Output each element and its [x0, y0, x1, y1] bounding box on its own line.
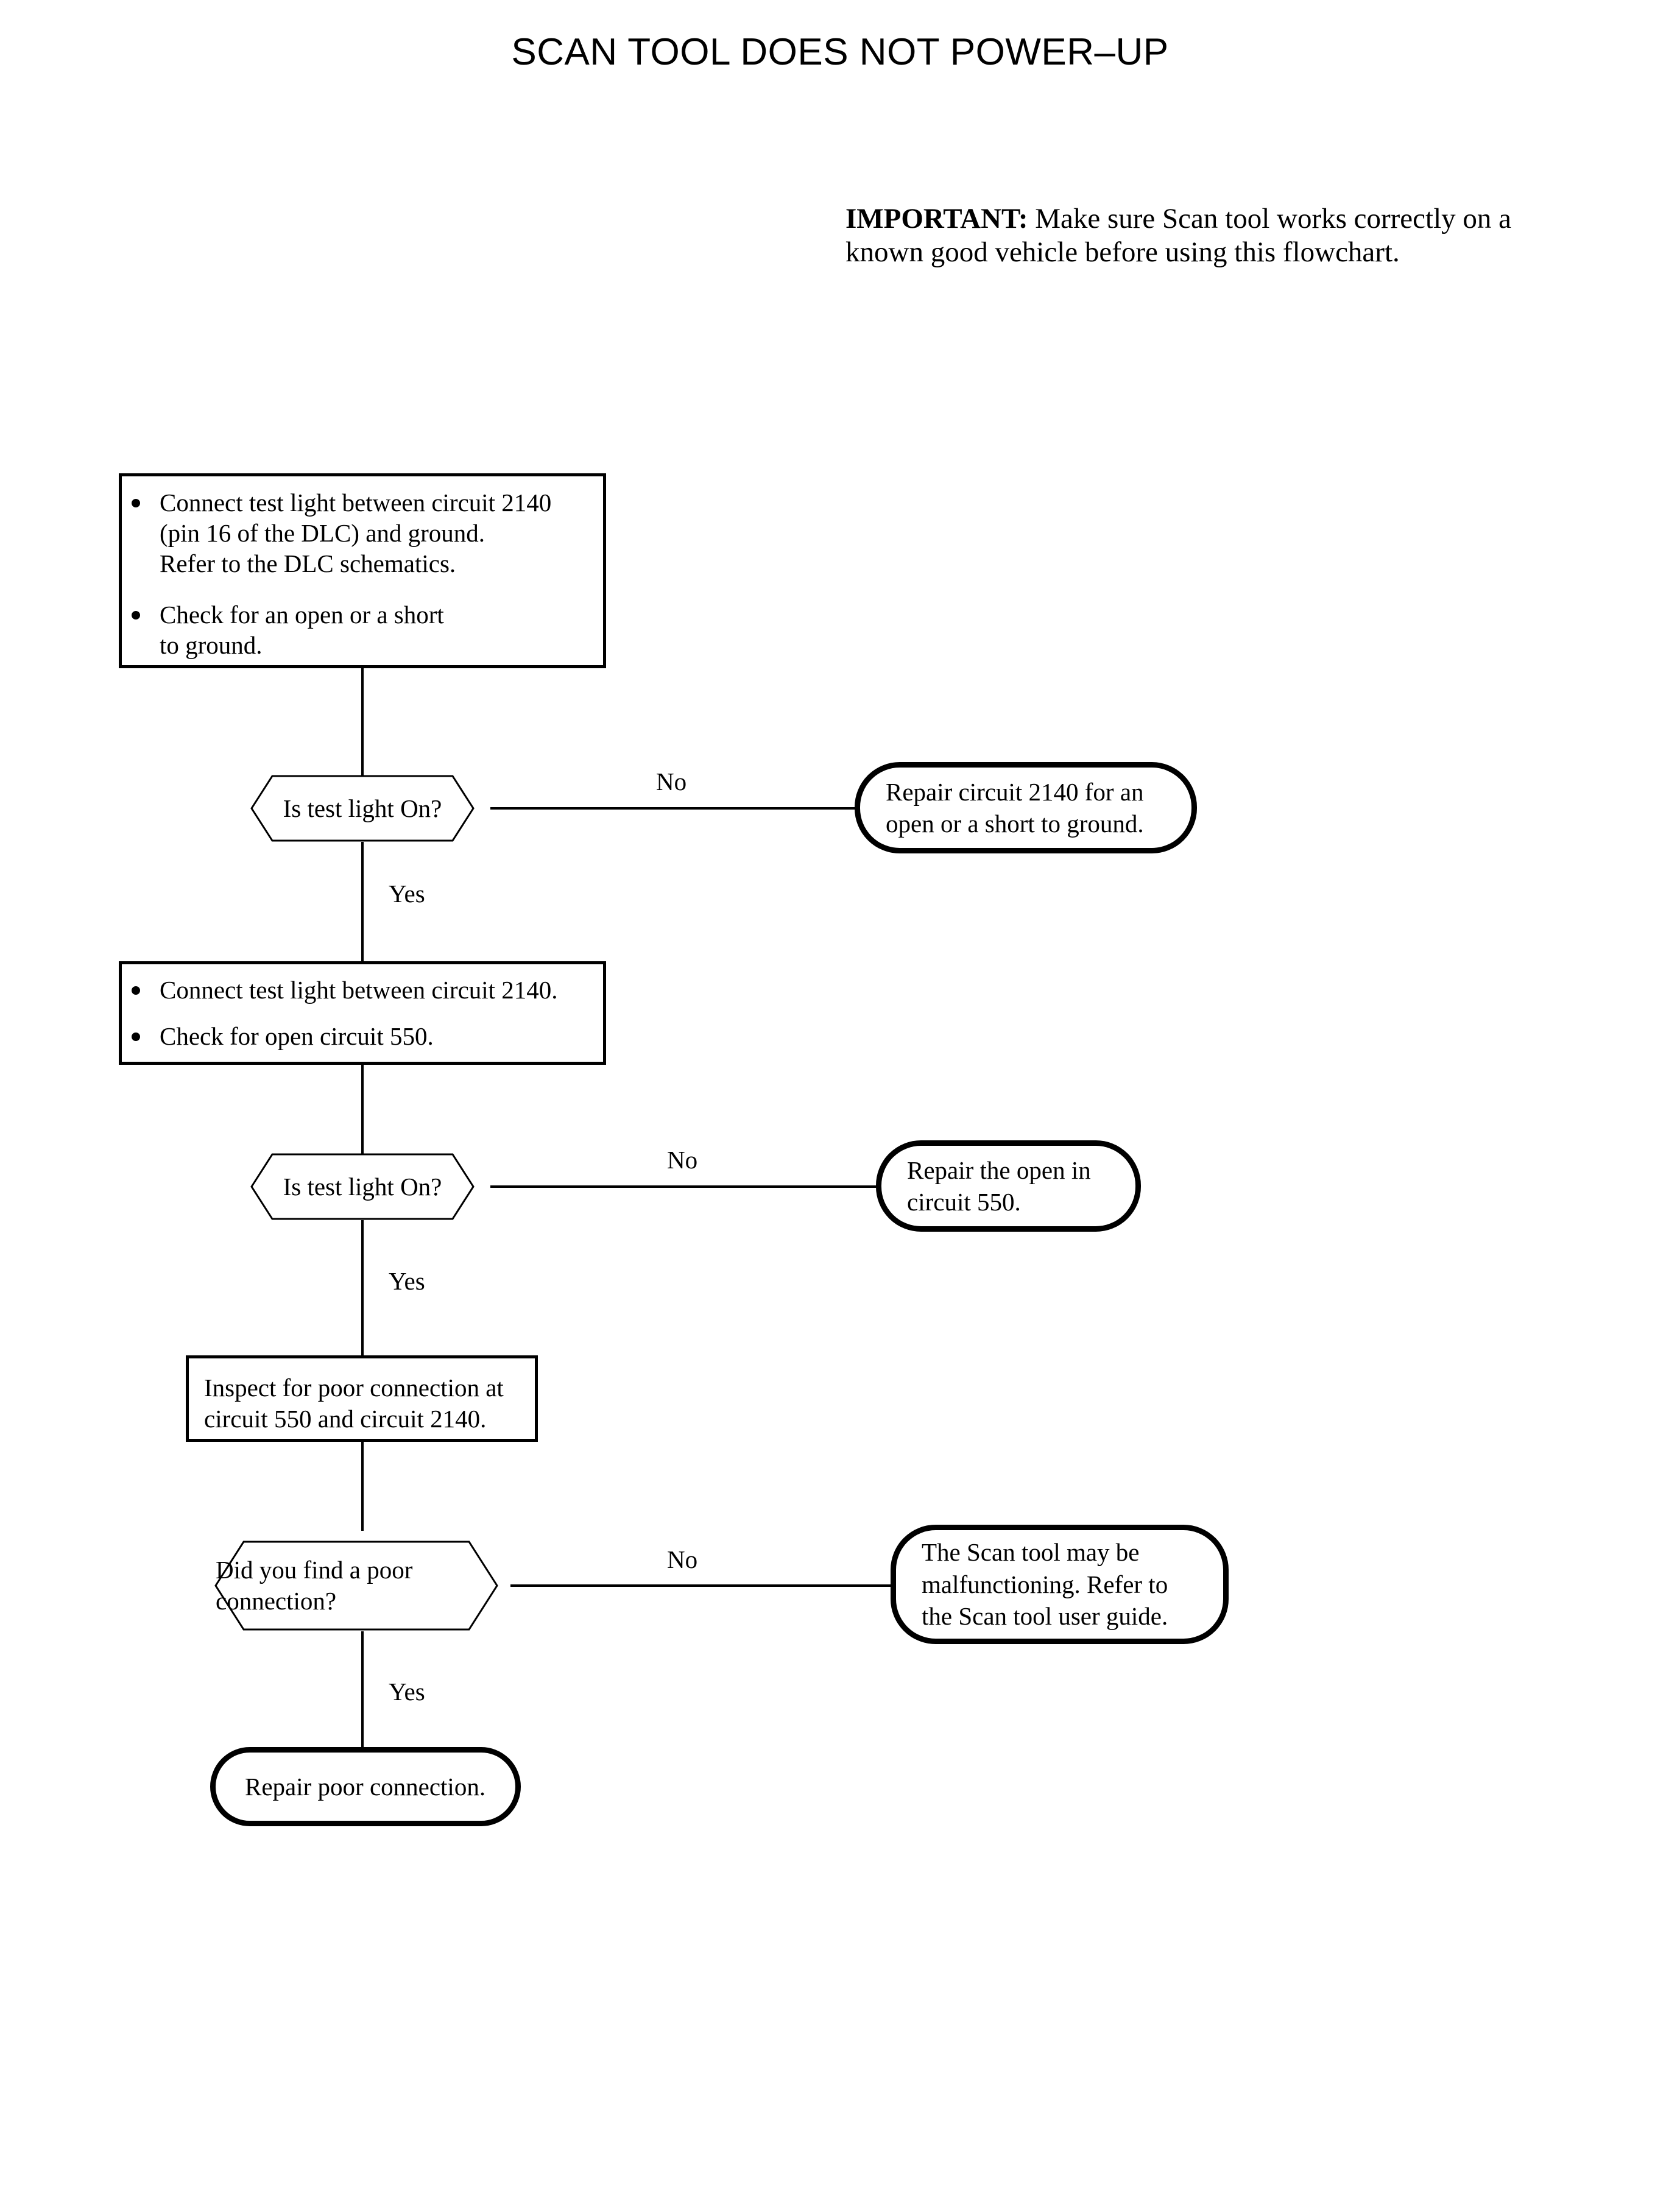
- result2-line2: circuit 550.: [907, 1188, 1021, 1216]
- important-note-body: Make sure Scan tool works correctly on a…: [845, 203, 1512, 269]
- decision-hexagon-1: Is test light On?: [233, 775, 492, 842]
- step2-line2: Check for open circuit 550.: [160, 1022, 434, 1051]
- result4-line1: Repair poor connection.: [245, 1772, 486, 1801]
- connector-decision1-yes: [361, 842, 364, 962]
- terminator-result1: Repair circuit 2140 for an open or a sho…: [855, 762, 1197, 853]
- important-note: IMPORTANT: Make sure Scan tool works cor…: [845, 202, 1576, 270]
- page-title: SCAN TOOL DOES NOT POWER–UP: [511, 31, 1169, 73]
- list-item: Connect test light between circuit 2140 …: [122, 487, 603, 579]
- step2-line1: Connect test light between circuit 2140.: [160, 976, 558, 1004]
- branch-label-no-2: No: [667, 1146, 698, 1174]
- important-note-lead: IMPORTANT:: [845, 203, 1028, 235]
- step1-line3: Refer to the DLC schematics.: [160, 549, 456, 578]
- connector-decision2-yes: [361, 1220, 364, 1355]
- terminator-result2: Repair the open in circuit 550.: [876, 1140, 1141, 1232]
- decision-hexagon-3: Did you find a poor connection?: [201, 1540, 512, 1631]
- connector-decision2-no: [490, 1185, 877, 1188]
- process-box-step2-bullets: Connect test light between circuit 2140.…: [122, 975, 603, 1051]
- result3-line2: malfunctioning. Refer to: [922, 1570, 1168, 1598]
- result1-line2: open or a short to ground.: [886, 810, 1144, 838]
- connector-step2-to-decision2: [361, 1065, 364, 1154]
- list-item: Check for open circuit 550.: [122, 1021, 603, 1051]
- branch-label-no-1: No: [656, 768, 687, 796]
- step1-line5: to ground.: [160, 631, 263, 660]
- connector-step3-to-decision3: [361, 1442, 364, 1531]
- connector-decision3-no: [510, 1584, 892, 1587]
- result3-line1: The Scan tool may be: [922, 1538, 1140, 1567]
- branch-label-yes-1: Yes: [389, 880, 425, 908]
- branch-label-yes-2: Yes: [389, 1267, 425, 1295]
- step1-line4: Check for an open or a short: [160, 601, 444, 629]
- connector-step1-to-decision1: [361, 668, 364, 776]
- terminator-result3: The Scan tool may be malfunctioning. Ref…: [891, 1525, 1229, 1644]
- branch-label-yes-3: Yes: [389, 1678, 425, 1706]
- process-box-step1-bullets: Connect test light between circuit 2140 …: [122, 487, 603, 660]
- result1-line1: Repair circuit 2140 for an: [886, 777, 1144, 806]
- step3-line1: Inspect for poor connection at: [204, 1374, 504, 1402]
- process-box-step1: [119, 473, 606, 668]
- list-item: Check for an open or a short to ground.: [122, 599, 603, 660]
- process-box-step3: [186, 1355, 538, 1442]
- result3-line3: the Scan tool user guide.: [922, 1602, 1168, 1631]
- list-item: Connect test light between circuit 2140.: [122, 975, 603, 1005]
- connector-decision1-no: [490, 807, 856, 810]
- decision-hexagon-2: Is test light On?: [233, 1153, 492, 1220]
- step1-line1: Connect test light between circuit 2140: [160, 489, 552, 517]
- result2-line1: Repair the open in: [907, 1156, 1091, 1184]
- step3-line2: circuit 550 and circuit 2140.: [204, 1405, 487, 1433]
- process-box-step2: [119, 961, 606, 1065]
- process-box-step3-text: Inspect for poor connection at circuit 5…: [204, 1372, 536, 1435]
- terminator-result4: Repair poor connection.: [210, 1747, 521, 1826]
- branch-label-no-3: No: [667, 1545, 698, 1573]
- connector-decision3-yes: [361, 1631, 364, 1748]
- step1-line2: (pin 16 of the DLC) and ground.: [160, 519, 485, 548]
